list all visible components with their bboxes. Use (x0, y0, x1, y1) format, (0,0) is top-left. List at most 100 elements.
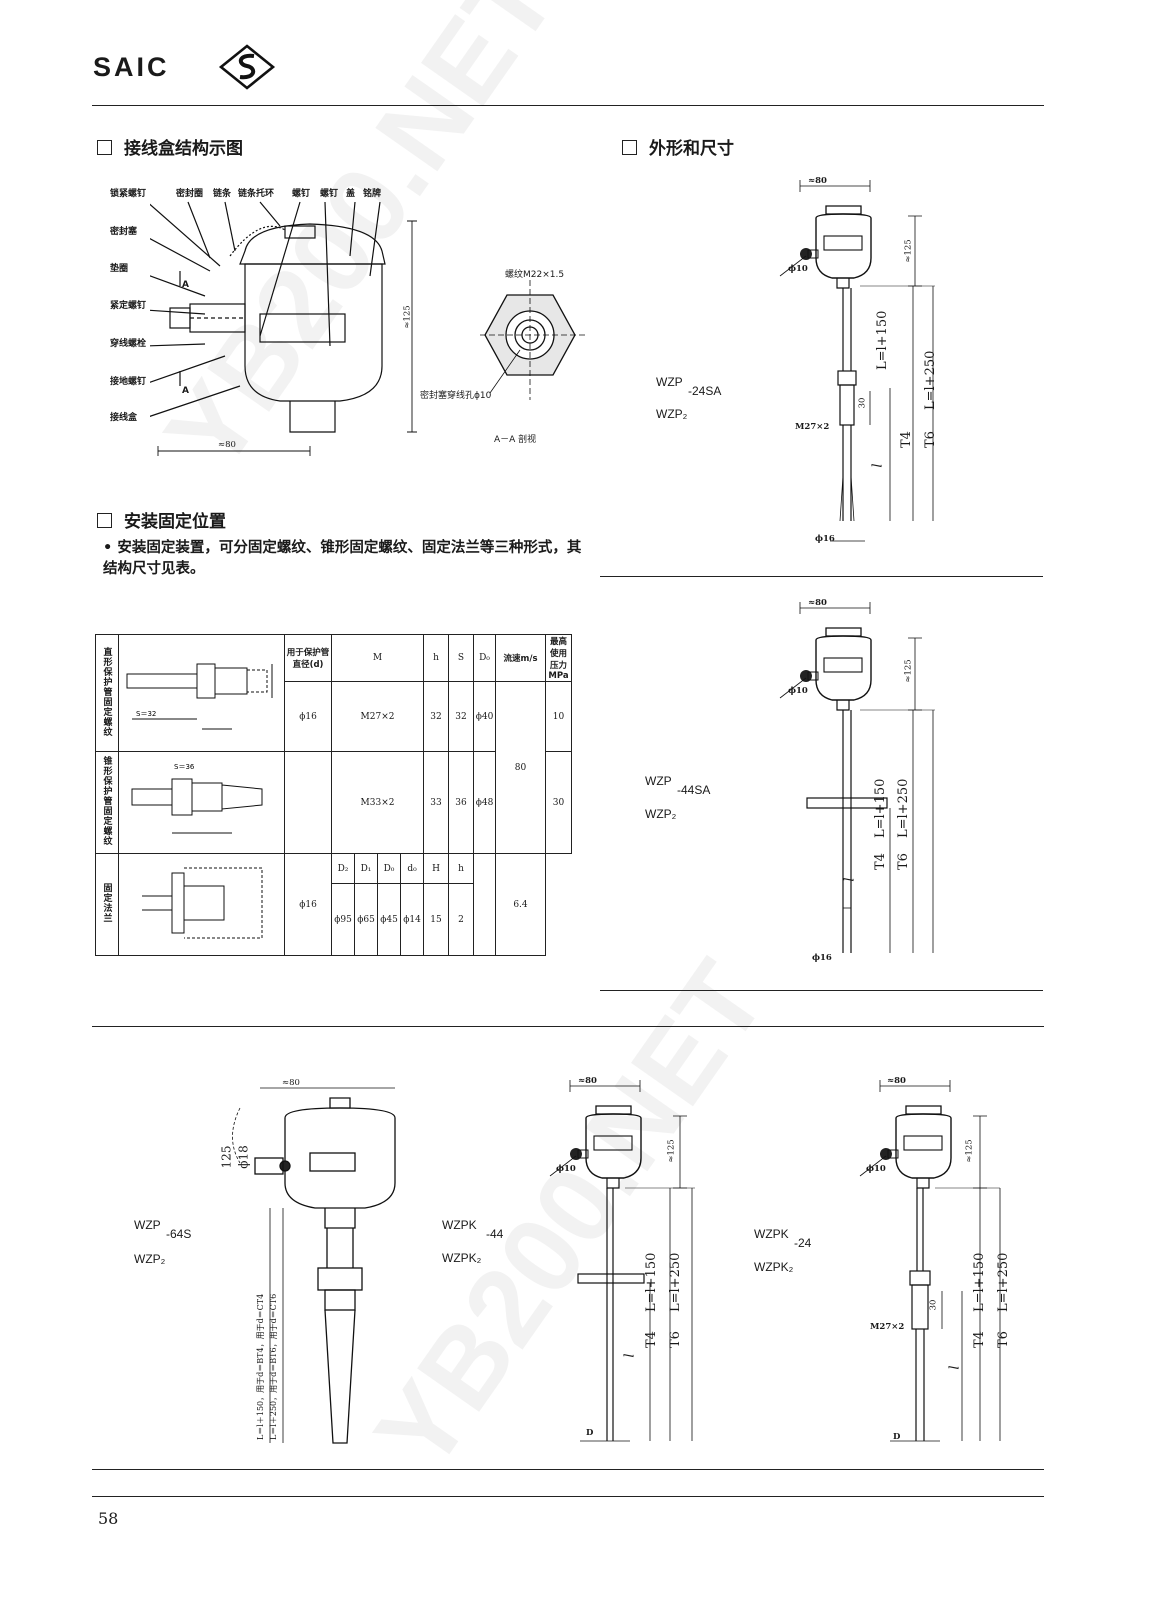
model-wzpk24-drawing (859, 1080, 1001, 1442)
m1-dim-m27: M27×2 (795, 422, 830, 432)
m2-dim-phi16: ϕ16 (812, 953, 832, 963)
m4-dim-phi10: ϕ10 (556, 1164, 576, 1174)
model-24sa-suffix: -24SA (688, 384, 722, 398)
section-mounting: 安装固定位置 (97, 507, 226, 532)
table-flange-subheader: 固定法兰 ϕ16 D₂ D₁ D₀ d₀ H h 6.4 (95, 853, 572, 956)
m1-dim-phi10: ϕ10 (788, 264, 808, 274)
header-s: S (448, 634, 474, 682)
cell-d0: ϕ48 (473, 751, 496, 854)
model-64s-code: WZP (134, 1218, 161, 1232)
label-section-a-top: A (182, 280, 189, 290)
section-aa-drawing (480, 275, 585, 400)
cell-h: 15 (423, 883, 449, 956)
m4-dim-l: l (622, 1353, 638, 1358)
label-seal-plug: 密封塞 (110, 227, 138, 237)
m2-dim-phi10: ϕ10 (788, 686, 808, 696)
table-header-row: 直形保护管固定螺纹 S＝32 用于保护管直径(d) M h S D₀ 流速m/s… (95, 634, 572, 752)
divider-2 (600, 990, 1043, 991)
header-speed: 流速m/s (495, 634, 546, 682)
m2-dim-t6: T6 (896, 853, 911, 870)
label-thread-m22: 螺纹M22×1.5 (505, 270, 565, 280)
cell-m: M33×2 (331, 751, 424, 854)
cell-pressure: 30 (545, 751, 572, 854)
m1-dim-30: 30 (857, 397, 868, 409)
label-chain: 链条 (213, 189, 232, 199)
dim-width-80: ≈80 (218, 440, 236, 450)
table-row: ϕ95 ϕ65 ϕ45 ϕ14 15 2 (96, 883, 572, 956)
header-rule (92, 105, 1044, 106)
header-diameter: 用于保护管直径(d) (284, 634, 332, 682)
cell-d2: ϕ95 (331, 883, 355, 956)
saic-logo-icon (218, 44, 276, 90)
subheader-h-small: h (448, 853, 474, 884)
m2-dim-t4: T4 (873, 853, 888, 870)
m3-dim-125: 125 (219, 1145, 234, 1169)
sketch-flange (118, 853, 285, 956)
cell-d0: ϕ40 (473, 681, 496, 752)
model-wzpk44-code: WZPK (442, 1218, 477, 1232)
cell-pressure: 10 (545, 681, 572, 752)
label-nameplate: 铭牌 (363, 189, 382, 199)
cell-d0-hole: ϕ14 (400, 883, 424, 956)
cell-d (284, 751, 332, 854)
m4-dim-l150: L=l+150 (644, 1252, 659, 1312)
m2-dim-l150: L=l+150 (873, 778, 888, 838)
cell-h: 32 (423, 681, 449, 752)
checkbox-icon (97, 513, 112, 528)
model-64s-suffix: -64S (166, 1227, 192, 1241)
page-number: 58 (98, 1509, 119, 1528)
label-chain-ring: 链条托环 (238, 189, 275, 199)
subheader-d0-hole: d₀ (400, 853, 424, 884)
m4-dim-D: D (586, 1428, 594, 1438)
m5-dim-t4: T4 (972, 1331, 987, 1348)
label-screw-1: 螺钉 (292, 189, 311, 199)
m5-dim-80: ≈80 (887, 1076, 906, 1086)
cell-d1: ϕ65 (354, 883, 378, 956)
row-label-flange: 固定法兰 (101, 883, 112, 923)
m1-dim-l250: L=l+250 (923, 350, 938, 410)
model-wzpk24-code: WZPK (754, 1227, 789, 1241)
dim-height-125: ≈125 (402, 305, 413, 329)
m5-dim-D: D (893, 1432, 901, 1442)
checkbox-icon (622, 140, 637, 155)
row-label-straight: 直形保护管固定螺纹 (101, 646, 112, 737)
m4-dim-80: ≈80 (578, 1076, 597, 1086)
model-44sa-code: WZP (645, 774, 672, 788)
model-24sa-code2: WZP₂ (656, 407, 688, 421)
brand-name: SAIC (93, 52, 170, 82)
subheader-d1: D₁ (354, 853, 378, 884)
mounting-spec-table: 直形保护管固定螺纹 S＝32 用于保护管直径(d) M h S D₀ 流速m/s… (95, 634, 572, 956)
section-title: 安装固定位置 (124, 512, 226, 532)
m5-dim-phi10: ϕ10 (866, 1164, 886, 1174)
model-wzpk44-code2: WZPK₂ (442, 1251, 482, 1265)
label-washer: 垫圈 (110, 264, 129, 274)
m5-dim-t6: T6 (996, 1331, 1011, 1348)
m3-dim-l250: L＝l＋250，用于d＝BT6，用于d＝CT6 (269, 1293, 278, 1440)
m5-dim-l: l (947, 1365, 963, 1370)
model-24sa-code: WZP (656, 375, 683, 389)
cell-d: ϕ16 (284, 853, 332, 956)
header-m: M (331, 634, 424, 682)
m4-dim-t6: T6 (668, 1331, 683, 1348)
header-pressure: 最高使用压力MPa (545, 634, 572, 682)
label-wire-bolt: 穿线螺栓 (110, 339, 147, 349)
section-rule (92, 1026, 1044, 1027)
mounting-description: • 安装固定装置，可分固定螺纹、锥形固定螺纹、固定法兰等三种形式，其结构尺寸见表… (103, 540, 582, 577)
m1-dim-125: ≈125 (903, 239, 914, 263)
m4-dim-125: ≈125 (666, 1139, 677, 1163)
sketch-label-s32: S＝32 (136, 710, 156, 718)
label-junction-box: 接线盒 (110, 413, 138, 423)
model-24sa-drawing (779, 180, 935, 542)
model-wzpk44-suffix: -44 (486, 1227, 504, 1241)
label-seal-ring: 密封圈 (176, 189, 204, 199)
divider-1 (600, 576, 1043, 577)
subheader-h: H (423, 853, 449, 884)
m4-dim-t4: T4 (644, 1331, 659, 1348)
label-seal-hole: 密封塞穿线孔ϕ10 (420, 391, 492, 401)
table-row: 锥形保护管固定螺纹 S＝36 M33×2 33 36 ϕ48 30 (95, 751, 572, 854)
label-lock-screw: 锁紧螺钉 (110, 189, 147, 199)
m3-dim-phi18: ϕ18 (236, 1145, 251, 1169)
footer-rule-2 (92, 1496, 1044, 1497)
footer-rule-1 (92, 1469, 1044, 1470)
label-set-screw: 紧定螺钉 (110, 301, 147, 311)
